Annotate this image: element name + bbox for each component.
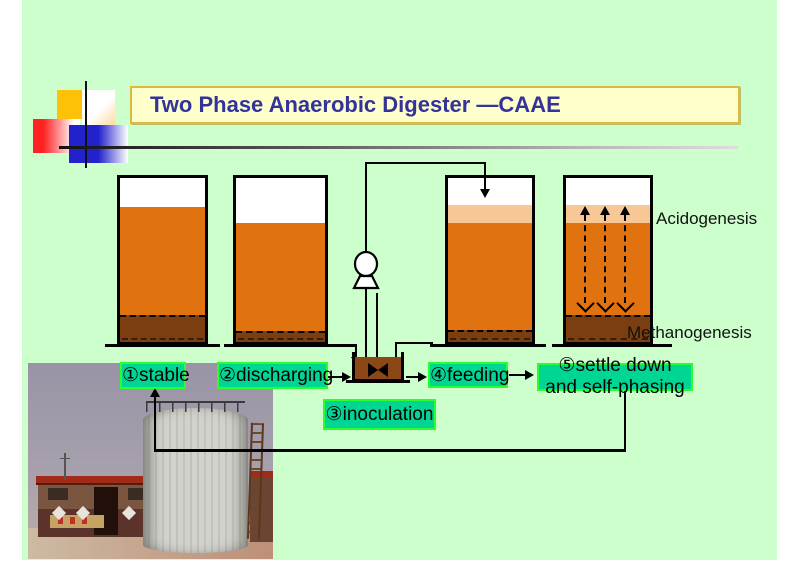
tank1-bed-dash: [122, 338, 203, 340]
phase-arrowhead-up: [580, 206, 590, 215]
tank4-bed-dash: [568, 338, 648, 340]
step-settle-text: ⑤settle down and self-phasing: [525, 354, 705, 399]
tank2-bed-dash: [238, 338, 323, 340]
mixer-shaft-line: [376, 293, 378, 369]
tank3-liquid: [448, 223, 532, 330]
pump-riser-line: [365, 162, 367, 254]
tank3-acid-layer: [448, 205, 532, 223]
valve-icon: [368, 363, 378, 377]
tank-2: [233, 175, 328, 345]
step-box-stable: ①stable: [120, 362, 190, 389]
tank4-base: [552, 344, 672, 347]
tank2-sludge: [236, 331, 325, 342]
recycle-arrowhead: [150, 388, 160, 397]
step-box-settle: [537, 363, 693, 391]
tank2-base: [224, 344, 356, 347]
step-number: ③: [325, 403, 343, 425]
tank3-bed-dash: [450, 338, 530, 340]
tank1-sludge: [120, 315, 205, 342]
logo-white-square: [82, 90, 115, 125]
photo-building-left: [36, 476, 156, 544]
photo-antenna-bar: [60, 458, 70, 459]
inoculum-feed-drop: [395, 342, 397, 359]
photo-sign-mark: [82, 517, 87, 524]
step-number: ⑤: [558, 354, 576, 376]
phase-arrow-line: [624, 215, 626, 303]
logo-gold-square: [57, 90, 82, 119]
inoculum-feed-horizontal: [396, 342, 433, 344]
step-settle-line2: and self-phasing: [545, 377, 685, 398]
pump-icon: [352, 251, 380, 290]
step-box-inoculation: ③inoculation: [323, 399, 436, 430]
step-label: stable: [139, 365, 190, 386]
step-label: settle down: [575, 355, 672, 376]
step-settle-line1: ⑤settle down: [525, 354, 705, 377]
photo-sign-band: [50, 515, 104, 528]
acidogenesis-label: Acidogenesis: [656, 209, 758, 228]
feed-top-line: [365, 162, 486, 164]
step-number: ②: [219, 364, 237, 386]
tank-3: [445, 175, 535, 345]
step-label: discharging: [236, 365, 334, 386]
valve-icon: [378, 363, 388, 377]
tank3-sludge: [448, 330, 532, 342]
photo-sign-mark: [70, 517, 75, 524]
feed-arrowhead: [480, 189, 490, 198]
flow-arrowhead-2-tank: [342, 372, 351, 382]
step-box-discharging: ②discharging: [217, 362, 333, 389]
logo-vertical-line: [85, 81, 87, 168]
photo-antenna: [64, 453, 66, 480]
flow-line-2-tank: [326, 376, 344, 378]
recycle-line-up: [154, 396, 156, 451]
flow-arrowhead-tank-4: [418, 372, 427, 382]
logo-blue-square: [69, 125, 128, 163]
slide-title: Two Phase Anaerobic Digester —CAAE: [130, 86, 740, 124]
tank1-liquid: [120, 207, 205, 315]
phase-arrow-line: [604, 215, 606, 303]
recycle-line-down: [624, 391, 626, 451]
photo-window: [48, 488, 68, 500]
flow-arrowhead-4-5: [525, 370, 534, 380]
photo-storage-tank: [143, 408, 248, 553]
tank4-sludge: [566, 315, 650, 342]
recycle-line-across: [154, 449, 626, 452]
tank-1: [117, 175, 208, 345]
photo-sign-mark: [58, 517, 63, 524]
phase-arrowhead-up: [600, 206, 610, 215]
step-box-feeding: ④feeding: [428, 362, 510, 388]
step-number: ①: [122, 364, 140, 386]
horizontal-rule: [59, 146, 738, 149]
flow-line-4-5: [509, 374, 527, 376]
phase-arrow-line: [584, 215, 586, 303]
tank1-base: [105, 344, 220, 347]
step-label: feeding: [447, 365, 510, 386]
step-label: inoculation: [342, 404, 434, 425]
flow-line-tank-4: [406, 376, 420, 378]
tank3-base: [430, 344, 546, 347]
photo-tank-railing: [146, 401, 245, 412]
photo-roof: [36, 476, 156, 485]
methanogenesis-label: Methanogenesis: [627, 323, 752, 342]
step-number: ④: [430, 364, 448, 386]
discharge-feed-drop: [355, 344, 357, 359]
tank4-liquid: [566, 223, 650, 315]
photo-window: [128, 488, 146, 500]
mixing-tank-flange: [346, 380, 410, 383]
tank-4: [563, 175, 653, 345]
phase-arrowhead-up: [620, 206, 630, 215]
tank2-liquid: [236, 223, 325, 331]
feed-drop-line: [484, 162, 486, 192]
pump-outlet-line: [365, 287, 367, 360]
digester-photo: [28, 363, 273, 559]
